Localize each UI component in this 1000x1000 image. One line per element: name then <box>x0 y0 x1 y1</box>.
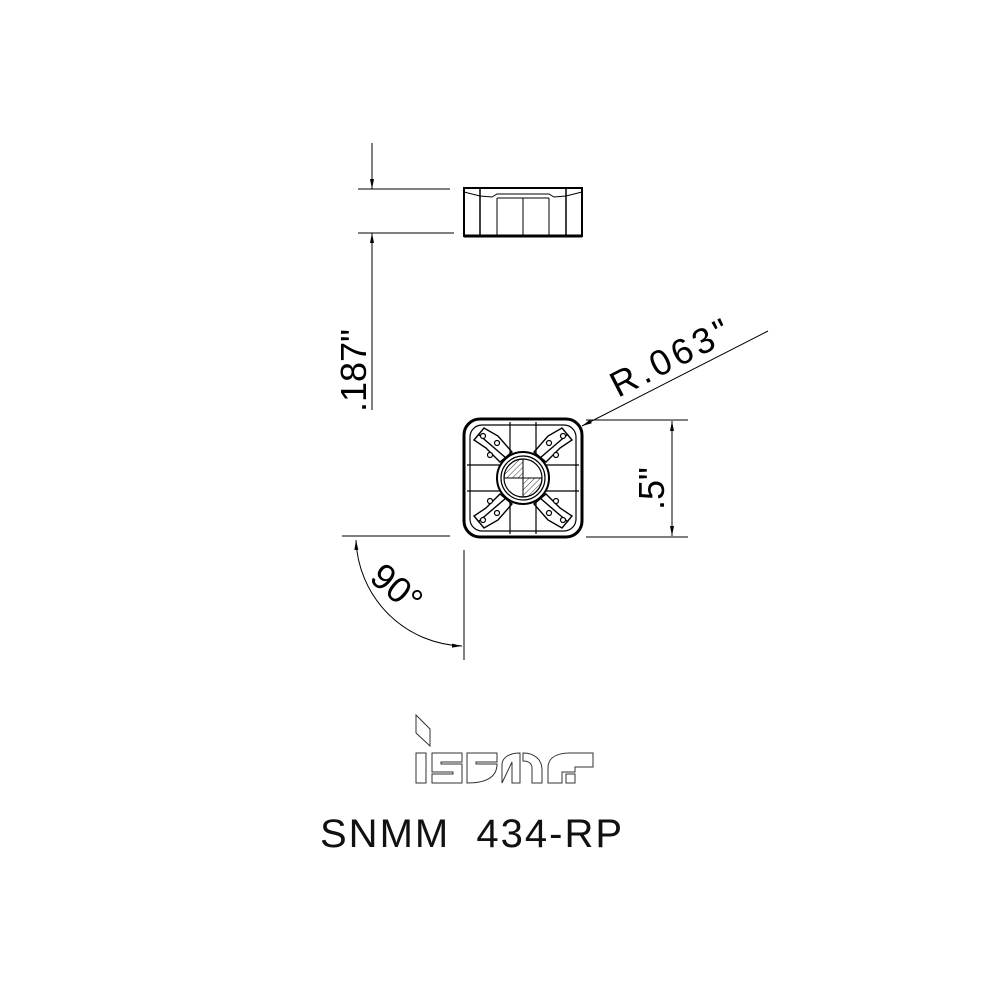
radius-leader <box>581 330 769 427</box>
size-label: .5" <box>631 467 672 510</box>
thickness-dimension <box>358 143 454 410</box>
size-dimension <box>586 419 688 538</box>
top-view-insert <box>462 417 584 539</box>
iscar-logo <box>415 713 594 784</box>
radius-label: R.063" <box>603 308 740 405</box>
side-view-insert <box>463 187 583 238</box>
angle-label: 90° <box>363 555 431 621</box>
part-number: SNMM 434-RP <box>320 812 625 856</box>
angle-dimension <box>342 535 465 660</box>
thickness-label: .187" <box>333 329 374 412</box>
